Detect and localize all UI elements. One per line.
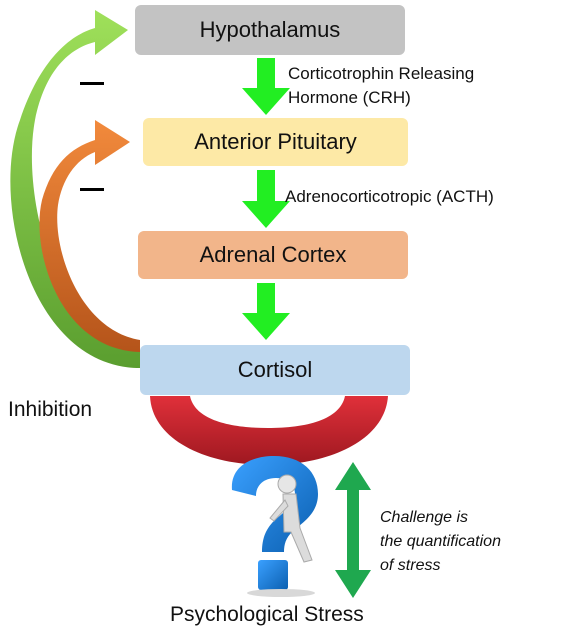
magnet-icon [150,396,388,465]
hypothalamus-label: Hypothalamus [199,17,341,42]
challenge-line3: of stress [380,557,441,574]
crh-label: Corticotrophin Releasing Hormone (CRH) [288,62,474,110]
anterior-pituitary-box: Anterior Pituitary [143,118,408,166]
down-arrow-acth [242,170,290,228]
feedback-arrow-pituitary [39,120,140,352]
challenge-line2: the quantification [380,533,501,550]
inhibition-label: Inhibition [8,398,93,421]
thinking-person-icon [247,474,315,597]
down-arrow-crh [242,58,290,115]
challenge-line1: Challenge is [380,509,469,526]
inhibition-minus-sign-pituitary [80,188,104,191]
cortisol-box: Cortisol [140,345,410,395]
hypothalamus-box: Hypothalamus [135,5,405,55]
psychological-stress-label: Psychological Stress [170,603,364,626]
adrenal-cortex-box: Adrenal Cortex [138,231,408,279]
feedback-arrow-hypothalamus [10,10,140,368]
acth-label: Adrenocorticotropic (ACTH) [285,187,494,206]
down-arrow-cortisol [242,283,290,340]
cortisol-label: Cortisol [237,357,313,382]
inhibition-minus-sign-hypothalamus [80,82,104,85]
crh-label-line2: Hormone (CRH) [288,88,411,107]
stress-double-arrow [335,462,371,598]
anterior-pituitary-label: Anterior Pituitary [194,129,357,154]
crh-label-line1: Corticotrophin Releasing [288,64,475,83]
challenge-label: Challenge is the quantification of stres… [380,506,501,578]
question-mark-icon [231,456,318,590]
adrenal-cortex-label: Adrenal Cortex [199,242,347,267]
